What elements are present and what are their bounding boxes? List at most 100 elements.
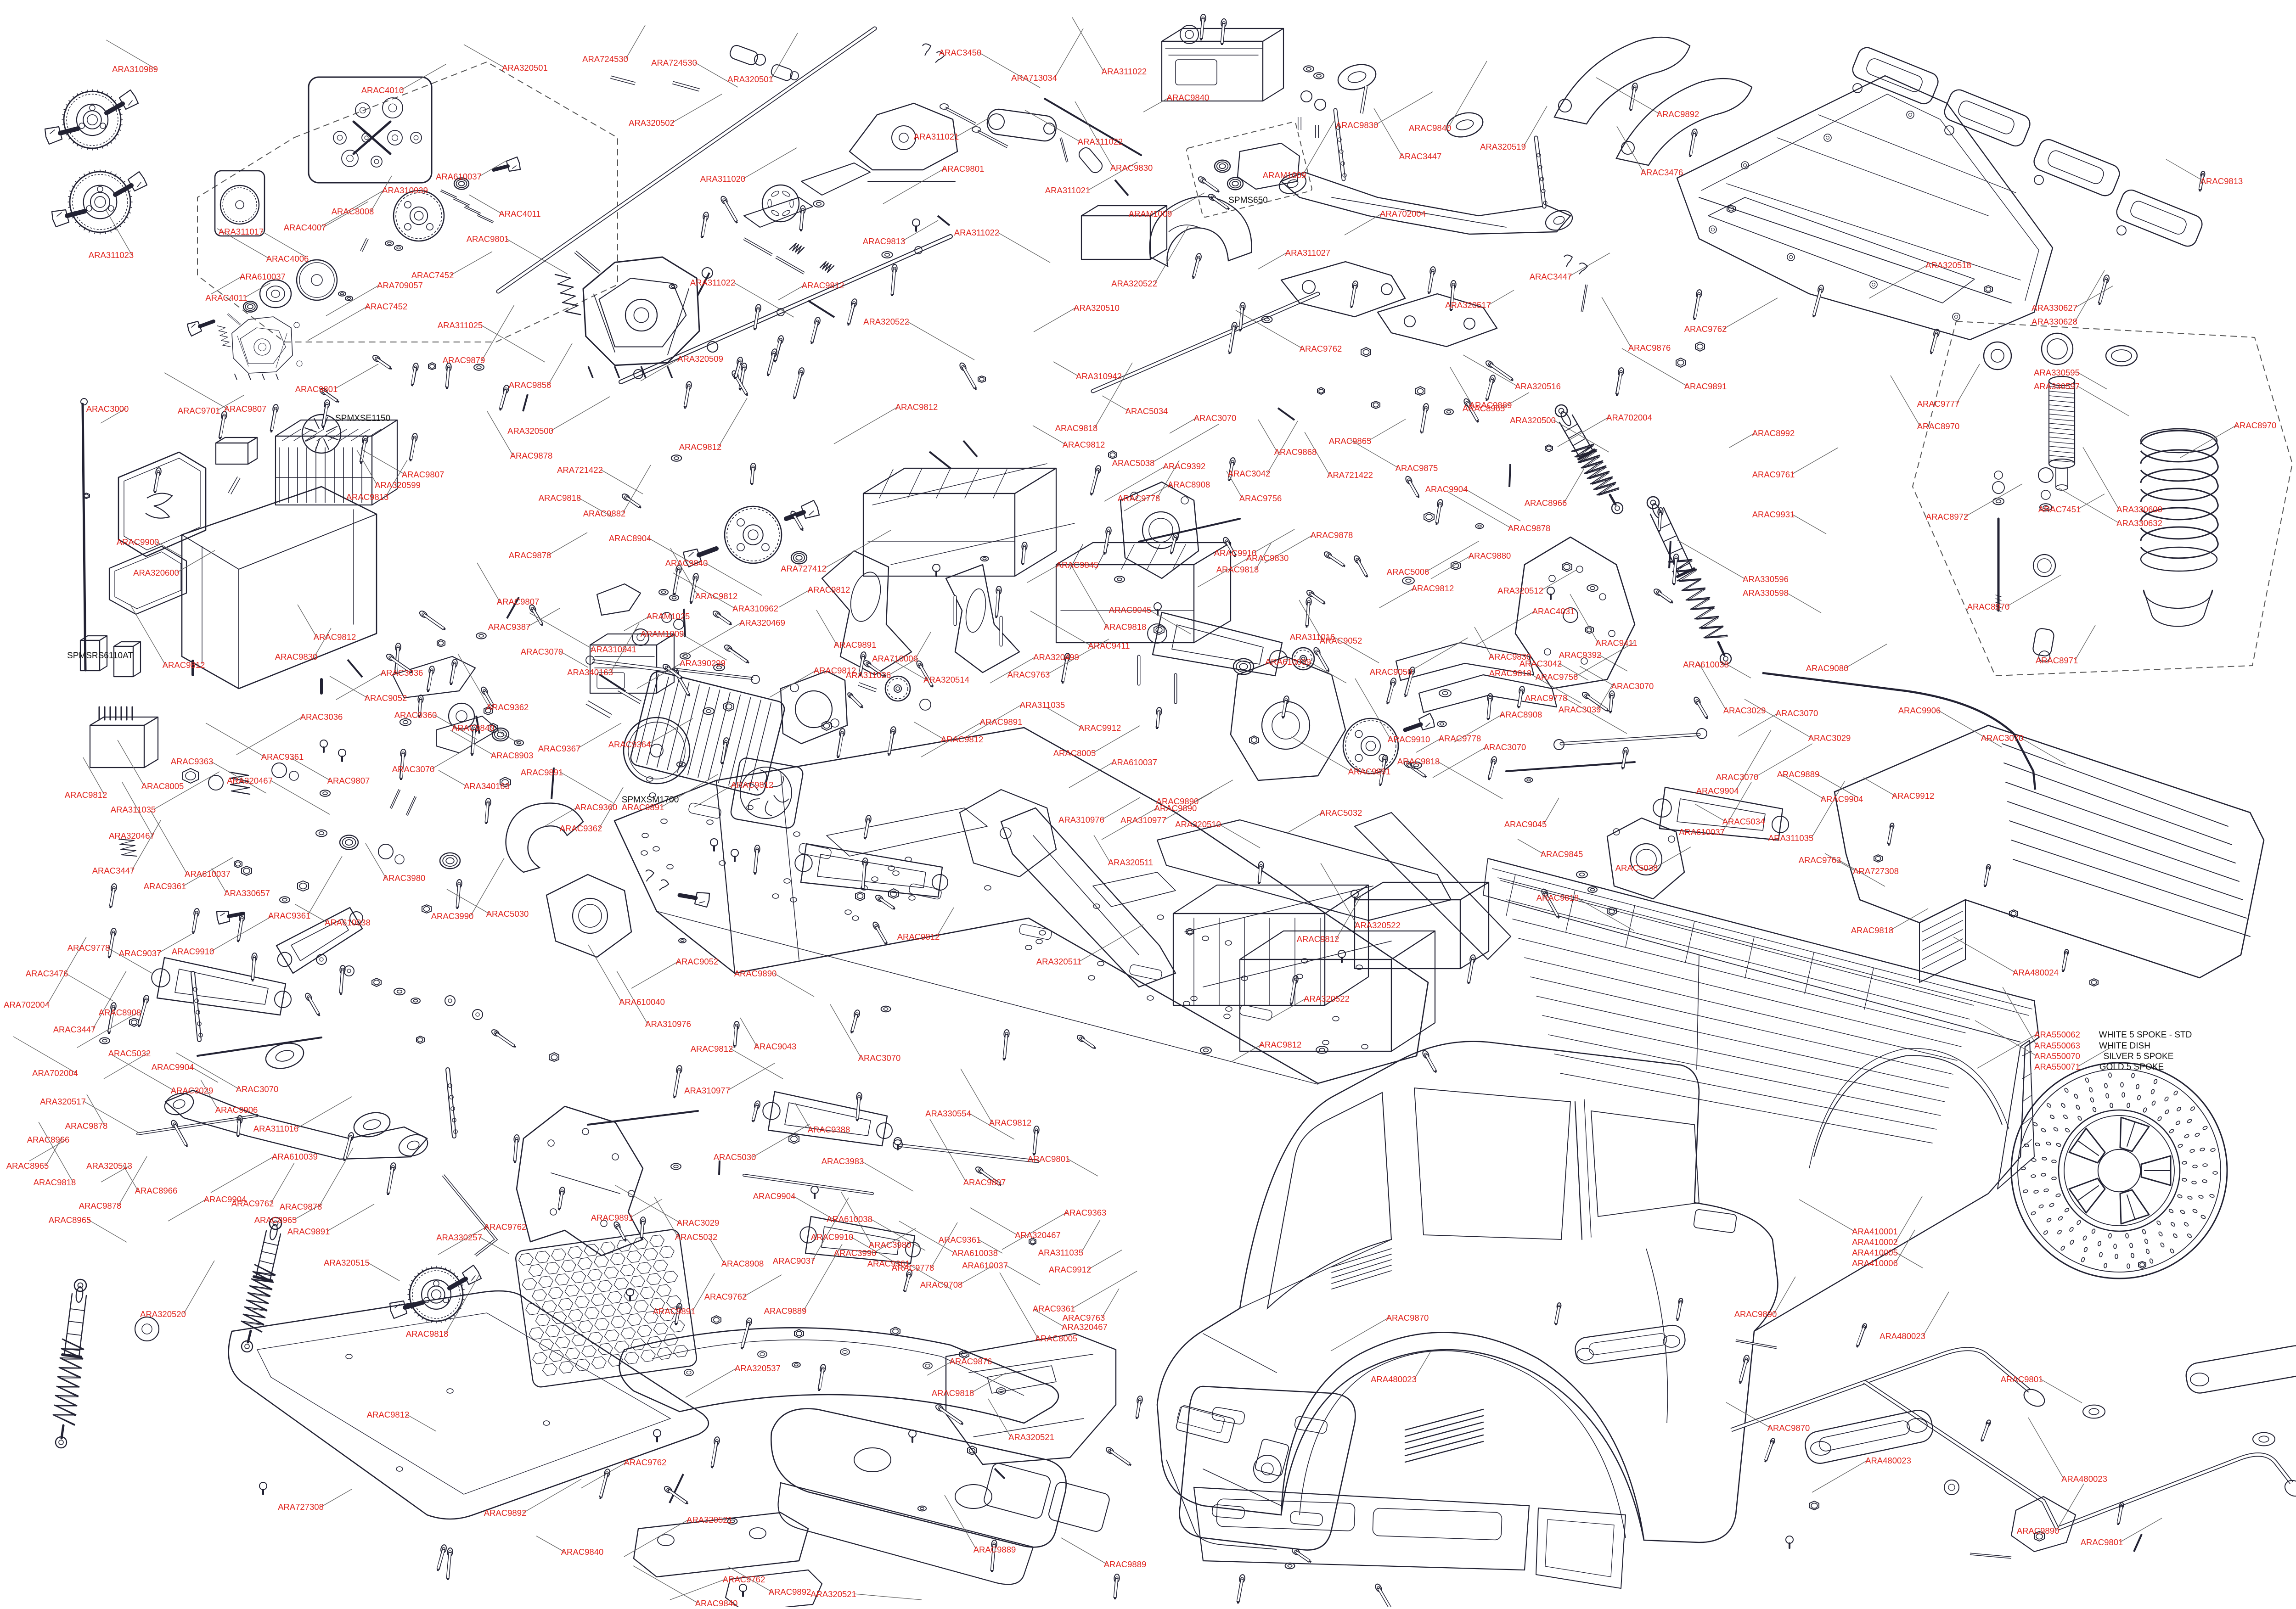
svg-text:ARAC9812: ARAC9812 [1259,1040,1302,1049]
svg-text:ARAC8908: ARAC8908 [1500,710,1542,719]
svg-text:ARAC9818: ARAC9818 [1055,423,1098,433]
svg-text:ARAC9830: ARAC9830 [1336,120,1379,130]
svg-text:ARA320467: ARA320467 [1015,1230,1061,1240]
svg-text:ARAC9812: ARAC9812 [163,660,205,670]
svg-text:ARAC9807: ARAC9807 [224,404,267,414]
svg-text:ARAC9840: ARAC9840 [1409,123,1452,133]
svg-text:ARAC9830: ARAC9830 [1110,163,1153,173]
svg-text:ARA330597: ARA330597 [2034,381,2080,391]
svg-text:ARAC9812: ARAC9812 [1412,583,1454,593]
svg-text:ARAC9762: ARAC9762 [484,1222,527,1232]
svg-text:ARA330596: ARA330596 [1743,574,1789,584]
svg-text:ARA320469: ARA320469 [739,618,785,628]
svg-text:ARA311035: ARA311035 [1038,1248,1083,1257]
svg-text:ARA610038: ARA610038 [1683,660,1729,669]
svg-text:ARA340163: ARA340163 [567,667,613,677]
svg-text:ARAC9812: ARAC9812 [895,402,938,412]
svg-text:ARA320522: ARA320522 [1355,920,1401,930]
svg-text:ARAC9818: ARAC9818 [406,1329,449,1339]
svg-text:ARAC9910: ARAC9910 [172,947,214,956]
svg-text:ARA311022: ARA311022 [690,278,735,287]
svg-text:ARAC9701: ARAC9701 [178,406,220,415]
svg-text:ARAC9904: ARAC9904 [1696,786,1739,796]
svg-text:ARA311022: ARA311022 [1078,137,1123,146]
svg-text:ARA311035: ARA311035 [1768,833,1813,843]
svg-text:ARA724530: ARA724530 [651,58,697,67]
svg-text:ARA330600: ARA330600 [2116,505,2162,514]
svg-text:ARAC9778: ARAC9778 [1525,693,1568,703]
svg-text:ARAC9778: ARAC9778 [1118,493,1160,503]
svg-text:ARAC9756: ARAC9756 [1239,493,1282,503]
svg-text:ARAC9858: ARAC9858 [509,380,551,390]
svg-text:ARA320509: ARA320509 [677,354,723,364]
svg-text:ARA310962: ARA310962 [732,604,778,613]
svg-text:ARA320522: ARA320522 [1304,994,1350,1004]
svg-text:ARAC3070: ARAC3070 [1716,772,1759,782]
svg-text:ARAC9879: ARAC9879 [443,355,485,365]
svg-text:ARAC3070: ARAC3070 [521,647,563,656]
svg-text:ARAC9813: ARAC9813 [863,236,906,246]
svg-text:ARAC9818: ARAC9818 [1397,757,1440,766]
svg-text:ARA320522: ARA320522 [863,317,909,326]
svg-text:ARAC8965: ARAC8965 [49,1215,91,1225]
svg-text:ARAC9812: ARAC9812 [65,790,107,800]
svg-text:ARA610037: ARA610037 [1111,757,1157,767]
svg-text:ARAM1009: ARAM1009 [1129,209,1172,219]
svg-text:ARA320516: ARA320516 [1515,381,1561,391]
svg-text:ARAC9870: ARAC9870 [1386,1313,1429,1323]
svg-text:ARA330257: ARA330257 [436,1233,482,1242]
svg-text:ARA330598: ARA330598 [1743,588,1789,598]
svg-text:ARAC9878: ARAC9878 [509,550,551,560]
svg-text:ARAC9910: ARAC9910 [1214,548,1257,558]
svg-text:ARA330595: ARA330595 [2034,368,2080,377]
svg-text:ARA550070: ARA550070 [2034,1051,2080,1061]
svg-text:ARAC9762: ARAC9762 [1684,324,1727,334]
svg-text:ARAC9387: ARAC9387 [488,622,531,632]
svg-text:ARAC9778: ARAC9778 [68,943,110,953]
svg-text:ARA480023: ARA480023 [1865,1456,1911,1465]
svg-text:ARA320521: ARA320521 [810,1589,856,1599]
svg-text:ARAC4010: ARAC4010 [361,85,404,95]
svg-text:ARAC9362: ARAC9362 [486,702,529,712]
svg-text:ARAC9708: ARAC9708 [920,1280,963,1289]
svg-text:ARAC7452: ARAC7452 [365,302,408,311]
svg-text:ARA310977: ARA310977 [1120,815,1166,825]
svg-text:ARAC9818: ARAC9818 [34,1177,76,1187]
svg-text:ARAC3042: ARAC3042 [1519,659,1562,668]
svg-text:ARAC3070: ARAC3070 [858,1053,901,1063]
svg-text:ARAC3980: ARAC3980 [869,1240,912,1250]
svg-text:ARAC3447: ARAC3447 [92,866,135,875]
svg-text:ARAC9361: ARAC9361 [268,911,311,920]
svg-text:ARA311017: ARA311017 [219,227,264,236]
svg-text:ARAC9762: ARAC9762 [1300,344,1342,353]
svg-text:ARAC9762: ARAC9762 [624,1458,667,1467]
svg-text:ARA311022: ARA311022 [1102,67,1147,76]
svg-text:ARA410001: ARA410001 [1852,1227,1898,1236]
svg-text:ARAC5034: ARAC5034 [1722,817,1765,826]
svg-text:ARA330657: ARA330657 [224,888,270,898]
svg-text:ARAC5038: ARAC5038 [1112,458,1155,468]
svg-text:ARAC9812: ARAC9812 [989,1118,1032,1127]
svg-text:ARAC9840: ARAC9840 [452,723,495,733]
svg-text:ARAC9878: ARAC9878 [65,1121,108,1131]
svg-text:ARAC9868: ARAC9868 [1274,447,1317,457]
svg-text:ARAC9889: ARAC9889 [764,1306,807,1316]
svg-text:ARAC9052: ARAC9052 [676,957,719,966]
svg-text:ARAC9830: ARAC9830 [1489,652,1531,662]
svg-text:ARAC3070: ARAC3070 [236,1084,279,1094]
svg-text:ARAC9812: ARAC9812 [802,280,844,290]
svg-text:ARA320514: ARA320514 [923,675,969,684]
svg-text:ARAC9891: ARAC9891 [521,768,563,777]
svg-text:ARAC8908: ARAC8908 [1168,480,1210,489]
svg-text:ARAC3029: ARAC3029 [1723,706,1766,715]
svg-text:ARAC9912: ARAC9912 [1892,791,1935,801]
svg-text:ARA320511: ARA320511 [1108,858,1153,867]
svg-text:ARAC9392: ARAC9392 [1559,650,1602,660]
svg-text:ARAC7451: ARAC7451 [2038,505,2081,514]
svg-text:ARAC9904: ARAC9904 [1821,794,1863,804]
svg-text:ARA610037: ARA610037 [185,869,231,879]
svg-text:ARAC9878: ARAC9878 [1508,523,1551,533]
svg-text:ARAC9813: ARAC9813 [2200,176,2243,186]
svg-text:ARA320501: ARA320501 [502,63,548,73]
svg-text:ARAC9812: ARAC9812 [679,442,722,452]
